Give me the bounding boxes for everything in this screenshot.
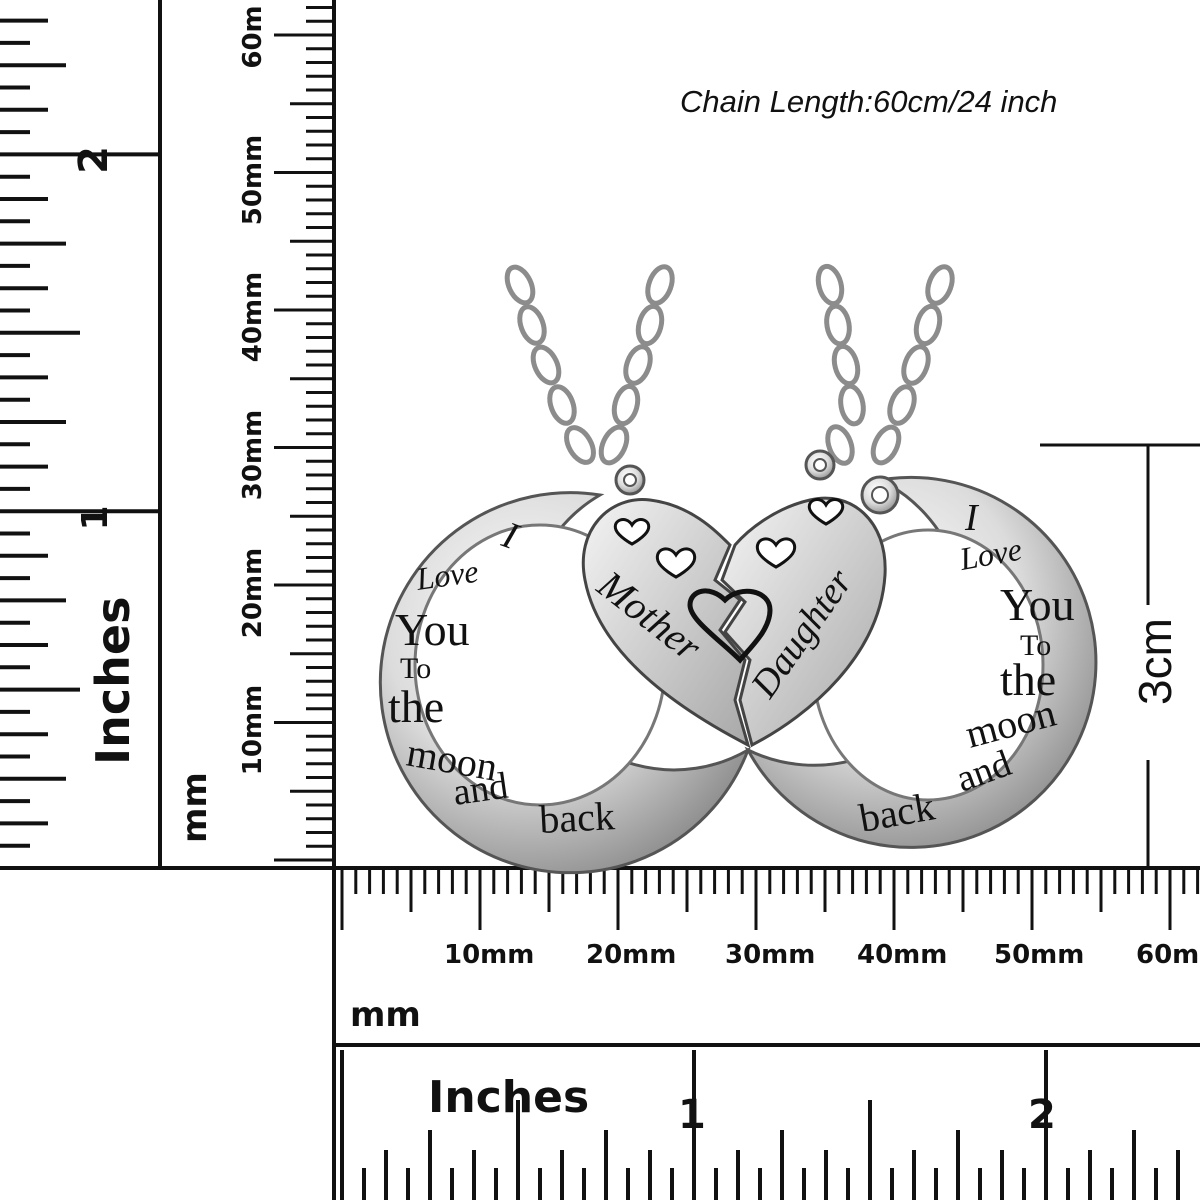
chain-left-a bbox=[504, 264, 596, 465]
engraving-left-word: You bbox=[395, 604, 470, 655]
horizontal-mm-ticks bbox=[340, 868, 1200, 930]
engraving-right-word: You bbox=[1000, 579, 1075, 630]
horizontal-mm-label: 60m bbox=[1136, 940, 1200, 970]
vertical-inch-number: 1 bbox=[75, 505, 116, 531]
vertical-inches-label: Inches bbox=[86, 596, 140, 765]
engraving-left-word: back bbox=[538, 793, 616, 842]
engraving-left-word: the bbox=[388, 681, 444, 732]
chain-right-a bbox=[815, 263, 866, 466]
engraving-left-word: and bbox=[450, 765, 510, 814]
vertical-mm-label: 50mm bbox=[238, 134, 268, 226]
horizontal-mm-label: 50mm bbox=[994, 940, 1085, 970]
vertical-mm-unit-label: mm bbox=[175, 772, 215, 843]
center-heart-outline bbox=[687, 588, 773, 664]
engraving-right-word: the bbox=[1000, 654, 1056, 705]
horizontal-inch-number: 2 bbox=[1028, 1092, 1056, 1138]
vertical-mm-ticks bbox=[274, 6, 334, 862]
vertical-mm-label: 10mm bbox=[238, 684, 268, 776]
vertical-inch-ticks bbox=[0, 18, 160, 870]
horizontal-mm-label: 40mm bbox=[857, 940, 948, 970]
horizontal-inches-label: Inches bbox=[428, 1072, 590, 1123]
horizontal-mm-label: 20mm bbox=[586, 940, 677, 970]
engraving-right-word: I bbox=[964, 497, 980, 539]
chain-right-b bbox=[870, 264, 955, 466]
vertical-mm-label: 20mm bbox=[238, 547, 268, 639]
horizontal-inch-ticks bbox=[340, 1050, 1180, 1200]
horizontal-mm-label: 10mm bbox=[444, 940, 535, 970]
horizontal-inch-number: 1 bbox=[678, 1092, 706, 1138]
chains bbox=[504, 263, 955, 466]
dimension-marker bbox=[1040, 443, 1200, 868]
heart-pendant bbox=[581, 449, 887, 748]
vertical-ruler bbox=[0, 0, 336, 870]
engraving-left-word: Love bbox=[413, 553, 481, 597]
small-heart-icon bbox=[613, 498, 845, 579]
dimension-label: 3cm bbox=[1129, 618, 1181, 705]
engraving-right-word: To bbox=[1020, 629, 1051, 662]
chain-left-b bbox=[598, 264, 675, 466]
vertical-mm-label: 40mm bbox=[238, 271, 268, 363]
horizontal-mm-unit-label: mm bbox=[350, 995, 421, 1035]
engraving-left-word: To bbox=[400, 652, 431, 685]
vertical-inch-number: 2 bbox=[71, 146, 117, 174]
vertical-mm-label: 30mm bbox=[238, 409, 268, 501]
vertical-mm-label: 60m bbox=[238, 5, 268, 69]
horizontal-mm-label: 30mm bbox=[725, 940, 816, 970]
horizontal-ruler bbox=[332, 866, 1200, 1200]
chain-length-caption: Chain Length:60cm/24 inch bbox=[680, 84, 1058, 119]
